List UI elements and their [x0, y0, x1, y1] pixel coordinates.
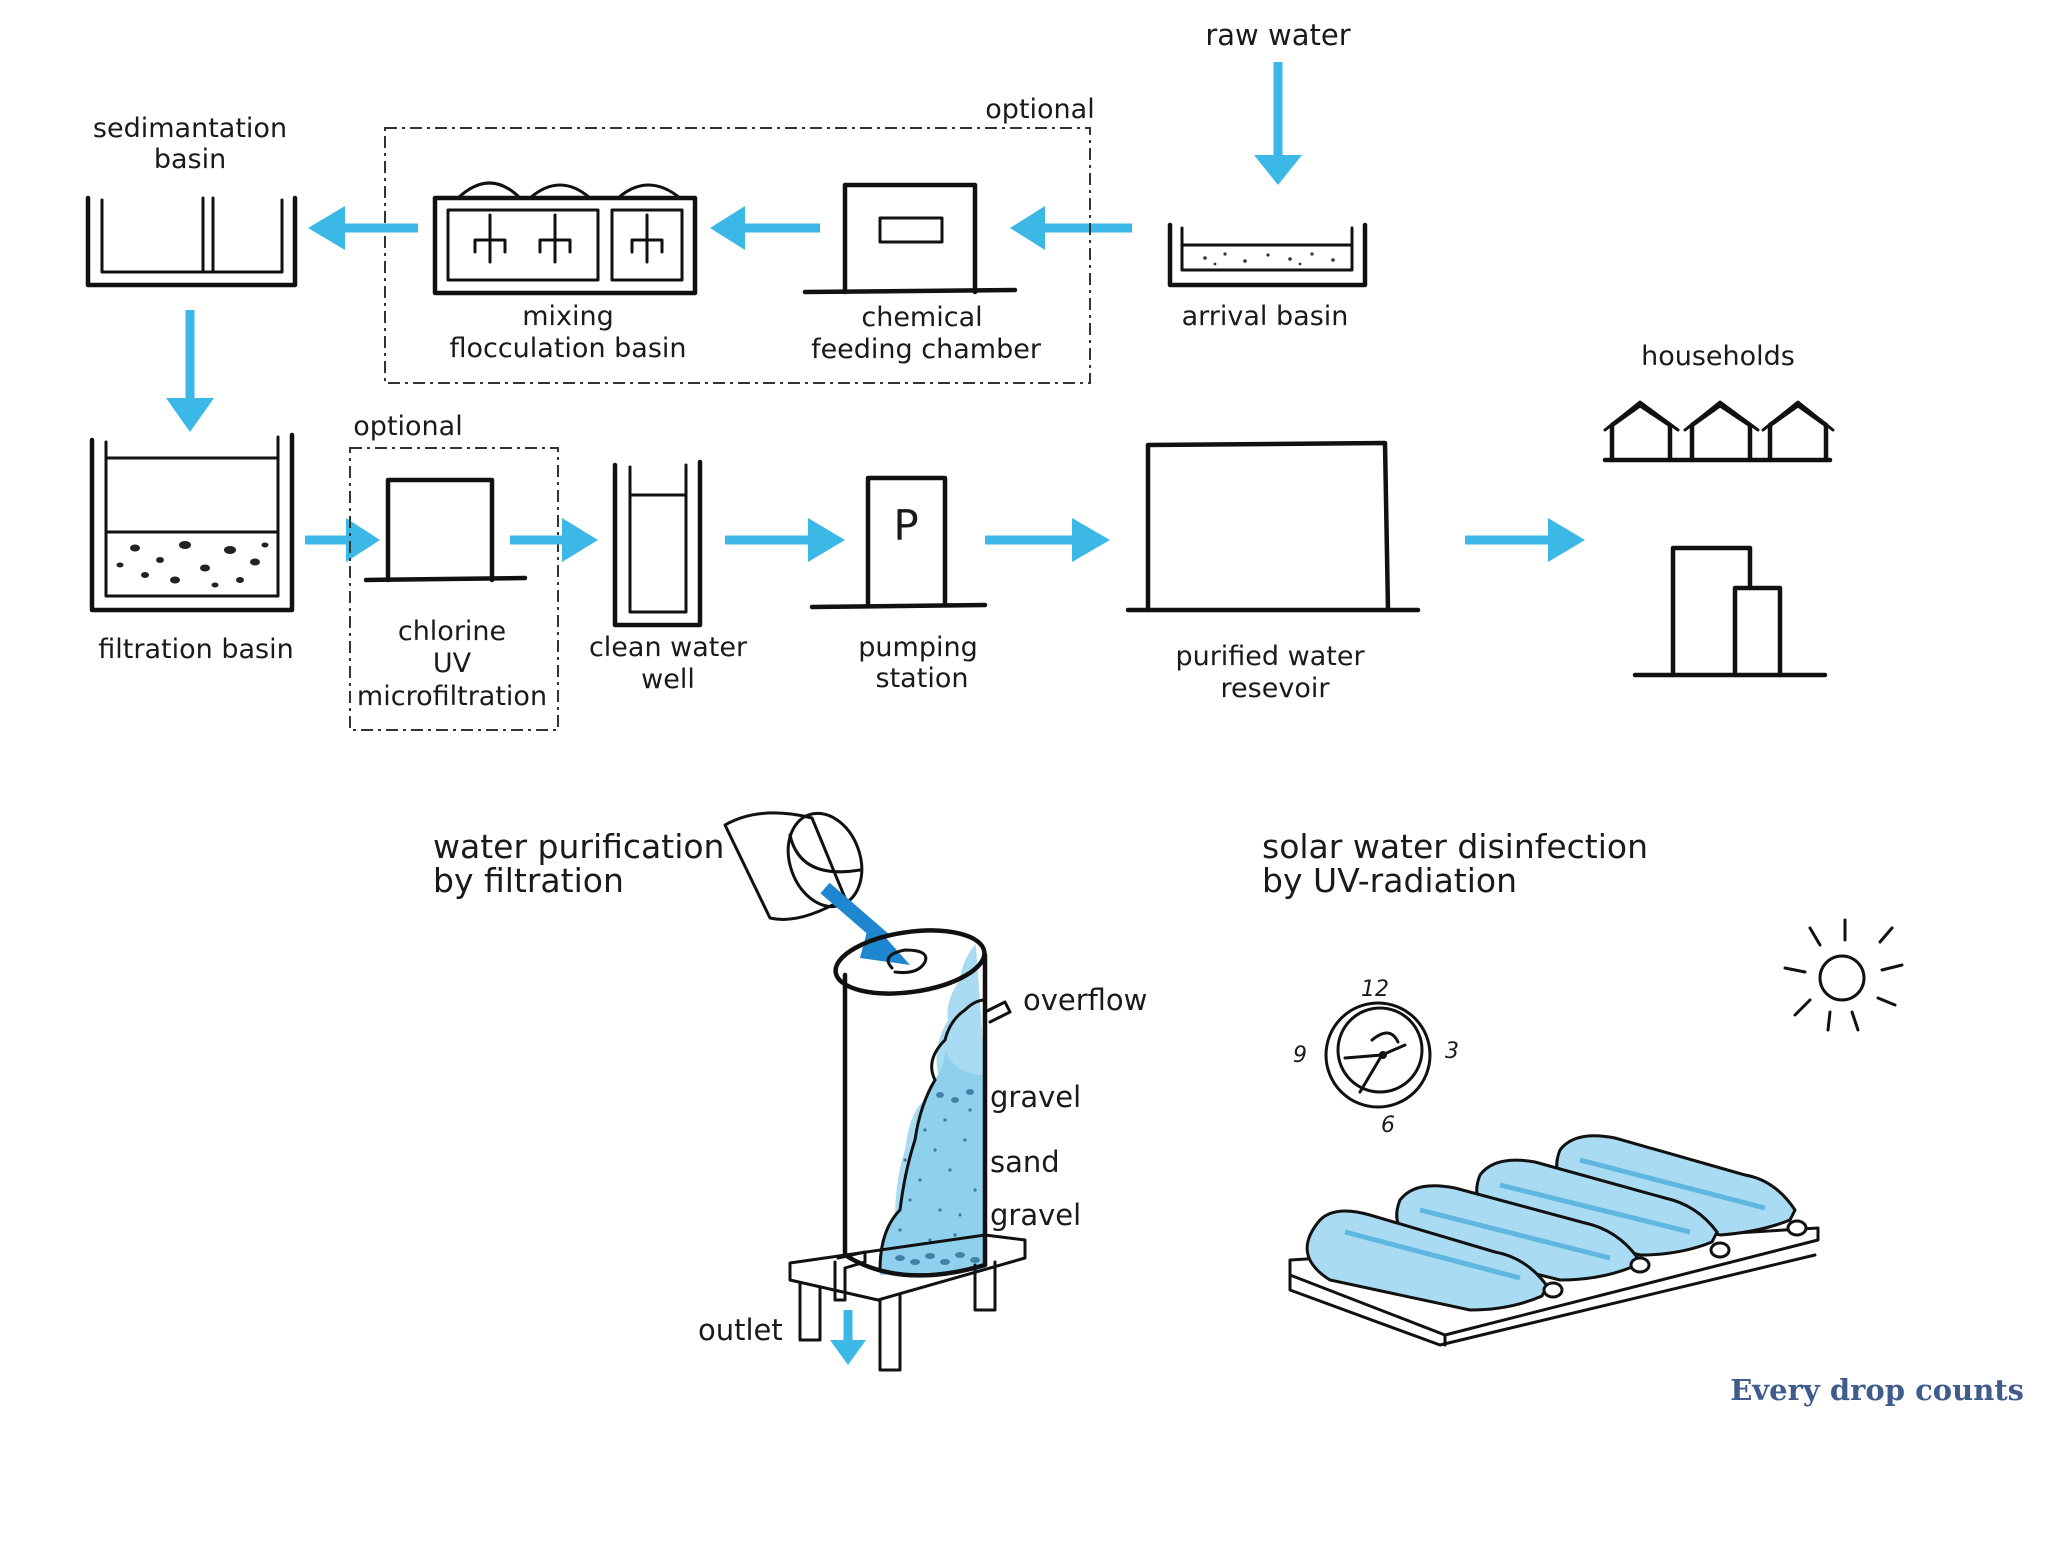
clean-well-label-line2: well [641, 664, 695, 695]
chlorine-label-line2: UV [433, 648, 472, 679]
pour-arrow [820, 882, 910, 965]
optional-label-top: optional [985, 94, 1094, 125]
mixing-flocculation-basin-icon [432, 181, 698, 296]
flow-arrow [308, 206, 418, 250]
chlorine-uv-chamber-icon [363, 477, 528, 583]
sun-icon [1783, 918, 1904, 1032]
raw-water-label: raw water [1205, 18, 1350, 52]
flow-arrow [1465, 518, 1585, 562]
chemical-label-line1: chemical [861, 302, 982, 333]
outlet-label: outlet [698, 1313, 783, 1347]
outlet-arrow [830, 1310, 866, 1365]
flow-arrow [1010, 206, 1132, 250]
filtration-title-line2: by filtration [433, 861, 624, 900]
optional-box-top [384, 127, 1091, 384]
solar-title-line2: by UV-radiation [1262, 861, 1517, 900]
optional-label-bottom: optional [353, 411, 462, 442]
clock-12-label: 12 [1361, 977, 1389, 1002]
filter-cylinder-icon [833, 928, 1012, 1278]
water-bottles-icon [1305, 1134, 1808, 1312]
flow-arrow [710, 206, 820, 250]
chlorine-label-line3: microfiltration [357, 681, 547, 712]
chemical-feeding-chamber-icon [802, 182, 1018, 295]
sand-label: sand [990, 1145, 1060, 1179]
chemical-label-line2: feeding chamber [811, 334, 1042, 365]
solar-panel-icon [1288, 1226, 1820, 1347]
reservoir-label-line2: resevoir [1221, 673, 1331, 704]
mixing-label-line2: flocculation basin [449, 333, 686, 364]
sedimentation-basin-icon [85, 195, 298, 288]
filtration-basin-icon [89, 432, 295, 613]
pump-symbol: P [893, 501, 918, 550]
tagline: Every drop counts [1730, 1373, 2024, 1407]
flow-arrow [725, 518, 845, 562]
pumping-label-line2: station [876, 663, 969, 694]
apartment-buildings-icon [1632, 545, 1828, 678]
gravel-bottom-label: gravel [990, 1198, 1081, 1232]
reservoir-label-line1: purified water [1175, 641, 1365, 672]
solar-title-line1: solar water disinfection [1262, 827, 1648, 866]
optional-box-bottom [349, 447, 559, 731]
houses-icon [1602, 400, 1835, 463]
overflow-label: overflow [1023, 983, 1147, 1017]
filtration-basin-label: filtration basin [98, 634, 293, 665]
bucket-icon [723, 811, 864, 921]
raw-water-arrow [1254, 62, 1302, 185]
clock-6-label: 6 [1381, 1113, 1395, 1138]
flow-arrow [510, 518, 598, 562]
sedimentation-label-line1: sedimantation [93, 113, 287, 144]
gravel-top-label: gravel [990, 1080, 1081, 1114]
arrival-basin-icon [1167, 222, 1368, 288]
purified-water-reservoir-icon [1125, 440, 1421, 613]
clock-3-label: 3 [1445, 1039, 1459, 1064]
mixing-label-line1: mixing [522, 301, 614, 332]
flow-arrow [985, 518, 1110, 562]
clock-icon [1324, 1001, 1432, 1109]
clean-water-well-icon [612, 459, 703, 628]
arrival-basin-label: arrival basin [1182, 301, 1349, 332]
households-label: households [1641, 341, 1795, 372]
sedimentation-label-line2: basin [154, 144, 226, 175]
pumping-label-line1: pumping [858, 632, 977, 663]
filtration-title-line1: water purification [433, 827, 724, 866]
filter-stand-icon [788, 1233, 1027, 1372]
chlorine-label-line1: chlorine [398, 616, 506, 647]
pumping-station-icon [809, 475, 988, 610]
flow-arrow [305, 518, 380, 562]
clock-9-label: 9 [1293, 1043, 1307, 1068]
flow-arrow [166, 310, 214, 432]
clean-well-label-line1: clean water [589, 632, 748, 663]
